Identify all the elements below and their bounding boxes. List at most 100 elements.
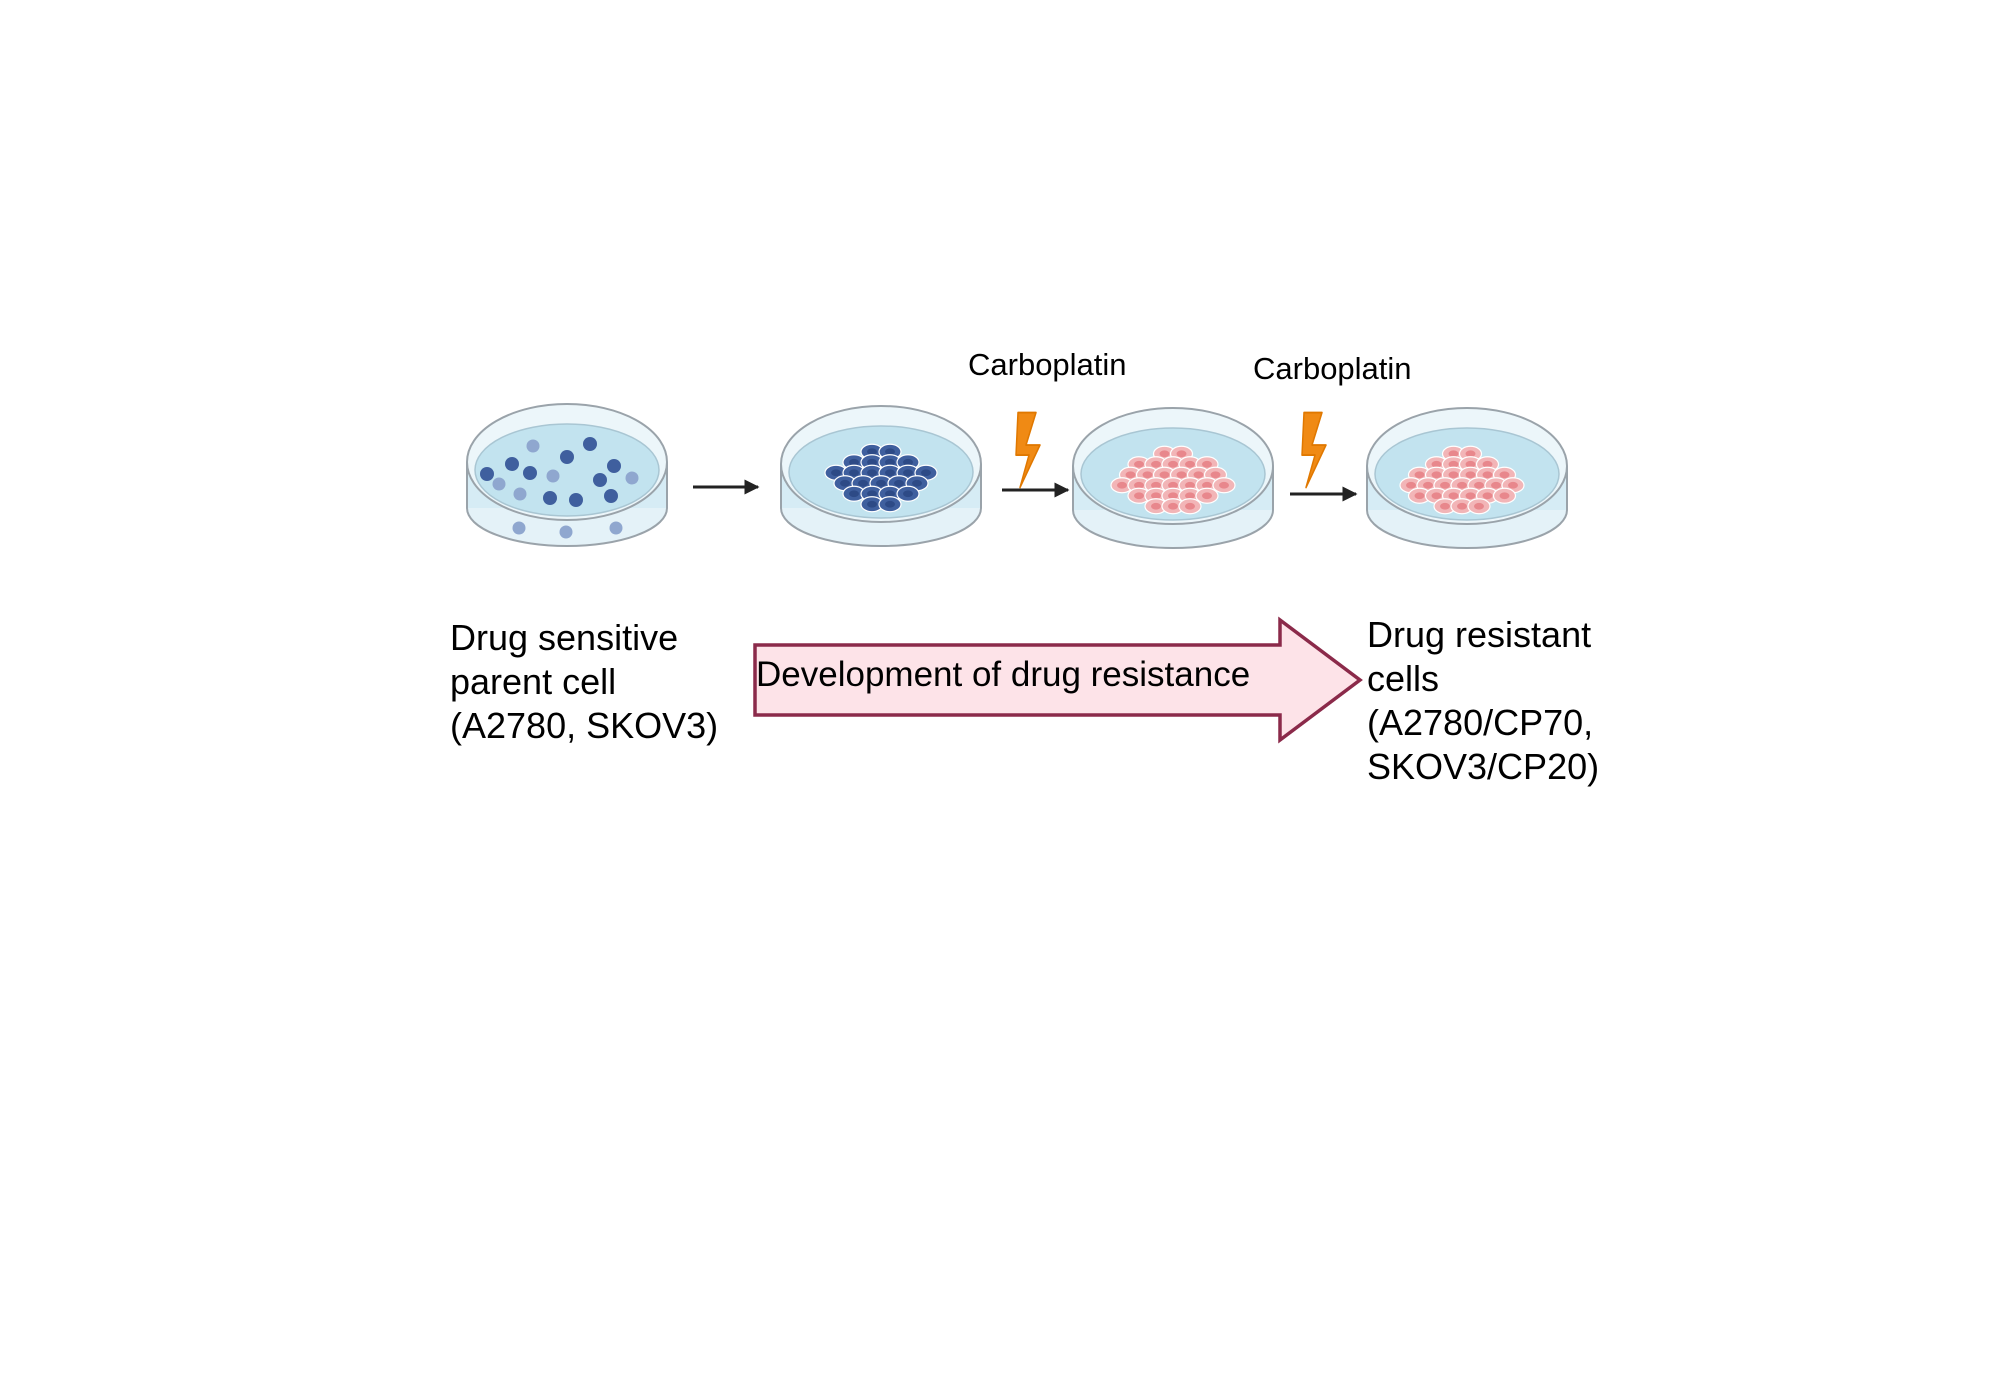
cell-nucleus <box>903 458 913 466</box>
cell-nucleus <box>885 500 895 508</box>
resistant-label-line: (A2780/CP70, <box>1367 702 1594 743</box>
lightning-bolt-icon <box>1015 411 1041 489</box>
cell-nucleus <box>1168 502 1178 510</box>
cell-nucleus <box>849 469 859 477</box>
cell-nucleus <box>1474 502 1484 510</box>
cell-nucleus <box>894 479 904 487</box>
cell-nucleus <box>1465 471 1476 479</box>
cell-nucleus <box>1159 471 1170 479</box>
cell-nucleus <box>1499 492 1510 500</box>
petri-dish-icon <box>1366 407 1568 549</box>
cell-nucleus <box>1134 492 1144 500</box>
cell-nucleus <box>1440 502 1450 510</box>
carboplatin-label-1: Carboplatin <box>968 347 1127 382</box>
cell-nucleus <box>840 479 850 487</box>
cell-nucleus <box>1440 481 1450 489</box>
cell-nucleus <box>1414 471 1425 479</box>
cell-nucleus <box>1185 502 1195 510</box>
cell-nucleus <box>1508 481 1518 489</box>
development-arrow <box>753 616 1363 744</box>
carboplatin-label-2: Carboplatin <box>1253 351 1412 386</box>
cell-nucleus <box>1202 492 1212 500</box>
cell-nucleus <box>1151 460 1161 468</box>
cell-nucleus <box>1202 460 1212 468</box>
cell-nucleus <box>1499 471 1510 479</box>
cell-nucleus <box>1448 450 1459 458</box>
cell-nucleus <box>1465 492 1476 500</box>
cell-nucleus <box>1185 492 1195 500</box>
cell-nucleus <box>1151 481 1161 489</box>
cell-nucleus <box>1465 460 1476 468</box>
cell-nucleus <box>1176 471 1187 479</box>
cell-nucleus <box>1431 460 1442 468</box>
cell-nucleus <box>1168 481 1178 489</box>
cell-nucleus <box>1482 460 1493 468</box>
cell-nucleus <box>1134 460 1144 468</box>
cell-nucleus <box>921 469 931 477</box>
cell-nucleus <box>1491 481 1501 489</box>
development-arrow-label: Development of drug resistance <box>756 655 1251 694</box>
cell-nucleus <box>867 490 877 498</box>
resistant-cell-cluster <box>1110 445 1236 515</box>
cell-nucleus <box>1414 492 1425 500</box>
cell-nucleus <box>1431 471 1442 479</box>
cell-nucleus <box>1431 492 1442 500</box>
cell-nucleus <box>1117 481 1127 489</box>
cell-nucleus <box>903 469 913 477</box>
cell-nucleus <box>867 469 877 477</box>
resistant-label-line: cells <box>1367 658 1440 699</box>
resistant-cell-label: Drug resistant cells (A2780/CP70, SKOV3/… <box>1367 613 1599 789</box>
cell-nucleus <box>1202 481 1212 489</box>
petri-dish-icon <box>780 405 982 547</box>
cell-nucleus <box>1457 481 1467 489</box>
cell-nucleus <box>1185 460 1195 468</box>
cell-nucleus <box>1465 450 1476 458</box>
cell-nucleus <box>1134 481 1144 489</box>
cell-nucleus <box>876 479 886 487</box>
petri-dish-icon <box>466 403 668 547</box>
cell-nucleus <box>885 490 895 498</box>
sensitive-cells <box>480 437 639 539</box>
cell-nucleus <box>1151 502 1161 510</box>
cell-nucleus <box>912 479 922 487</box>
cell-nucleus <box>1219 481 1229 489</box>
cell-nucleus <box>1168 492 1178 500</box>
sensitive-label-line: parent cell <box>450 661 617 702</box>
cell-nucleus <box>1151 492 1161 500</box>
cell-nucleus <box>1448 471 1459 479</box>
cell-nucleus <box>867 500 877 508</box>
sensitive-cell-cluster <box>824 443 938 513</box>
cell-nucleus <box>858 479 868 487</box>
cell-nucleus <box>1457 502 1467 510</box>
cell-nucleus <box>1125 471 1136 479</box>
sensitive-cell-label: Drug sensitive parent cell (A2780, SKOV3… <box>450 616 718 748</box>
cell-nucleus <box>1474 481 1484 489</box>
lightning-bolt-icon <box>1301 411 1327 489</box>
cell-nucleus <box>885 448 895 456</box>
cell-nucleus <box>1210 471 1221 479</box>
petri-dish-icon <box>1072 407 1274 549</box>
cell-nucleus <box>885 469 895 477</box>
cell-nucleus <box>867 458 877 466</box>
cell-nucleus <box>1142 471 1153 479</box>
cell-nucleus <box>1448 492 1459 500</box>
cell-nucleus <box>903 490 913 498</box>
resistant-label-line: SKOV3/CP20) <box>1367 746 1600 787</box>
resistant-cell-cluster <box>1399 445 1525 515</box>
cell-nucleus <box>1482 492 1493 500</box>
cell-nucleus <box>867 448 877 456</box>
cell-nucleus <box>1168 460 1178 468</box>
cell-nucleus <box>1176 450 1187 458</box>
cell-nucleus <box>849 458 859 466</box>
sensitive-label-line: Drug sensitive <box>450 617 679 658</box>
cell-nucleus <box>1448 460 1459 468</box>
cell-nucleus <box>885 458 895 466</box>
cell-nucleus <box>1193 471 1204 479</box>
cell-nucleus <box>1159 450 1170 458</box>
cell-nucleus <box>849 490 859 498</box>
cell-nucleus <box>1423 481 1433 489</box>
sensitive-label-line: (A2780, SKOV3) <box>450 705 719 746</box>
cell-nucleus <box>1482 471 1493 479</box>
cell-nucleus <box>831 469 841 477</box>
